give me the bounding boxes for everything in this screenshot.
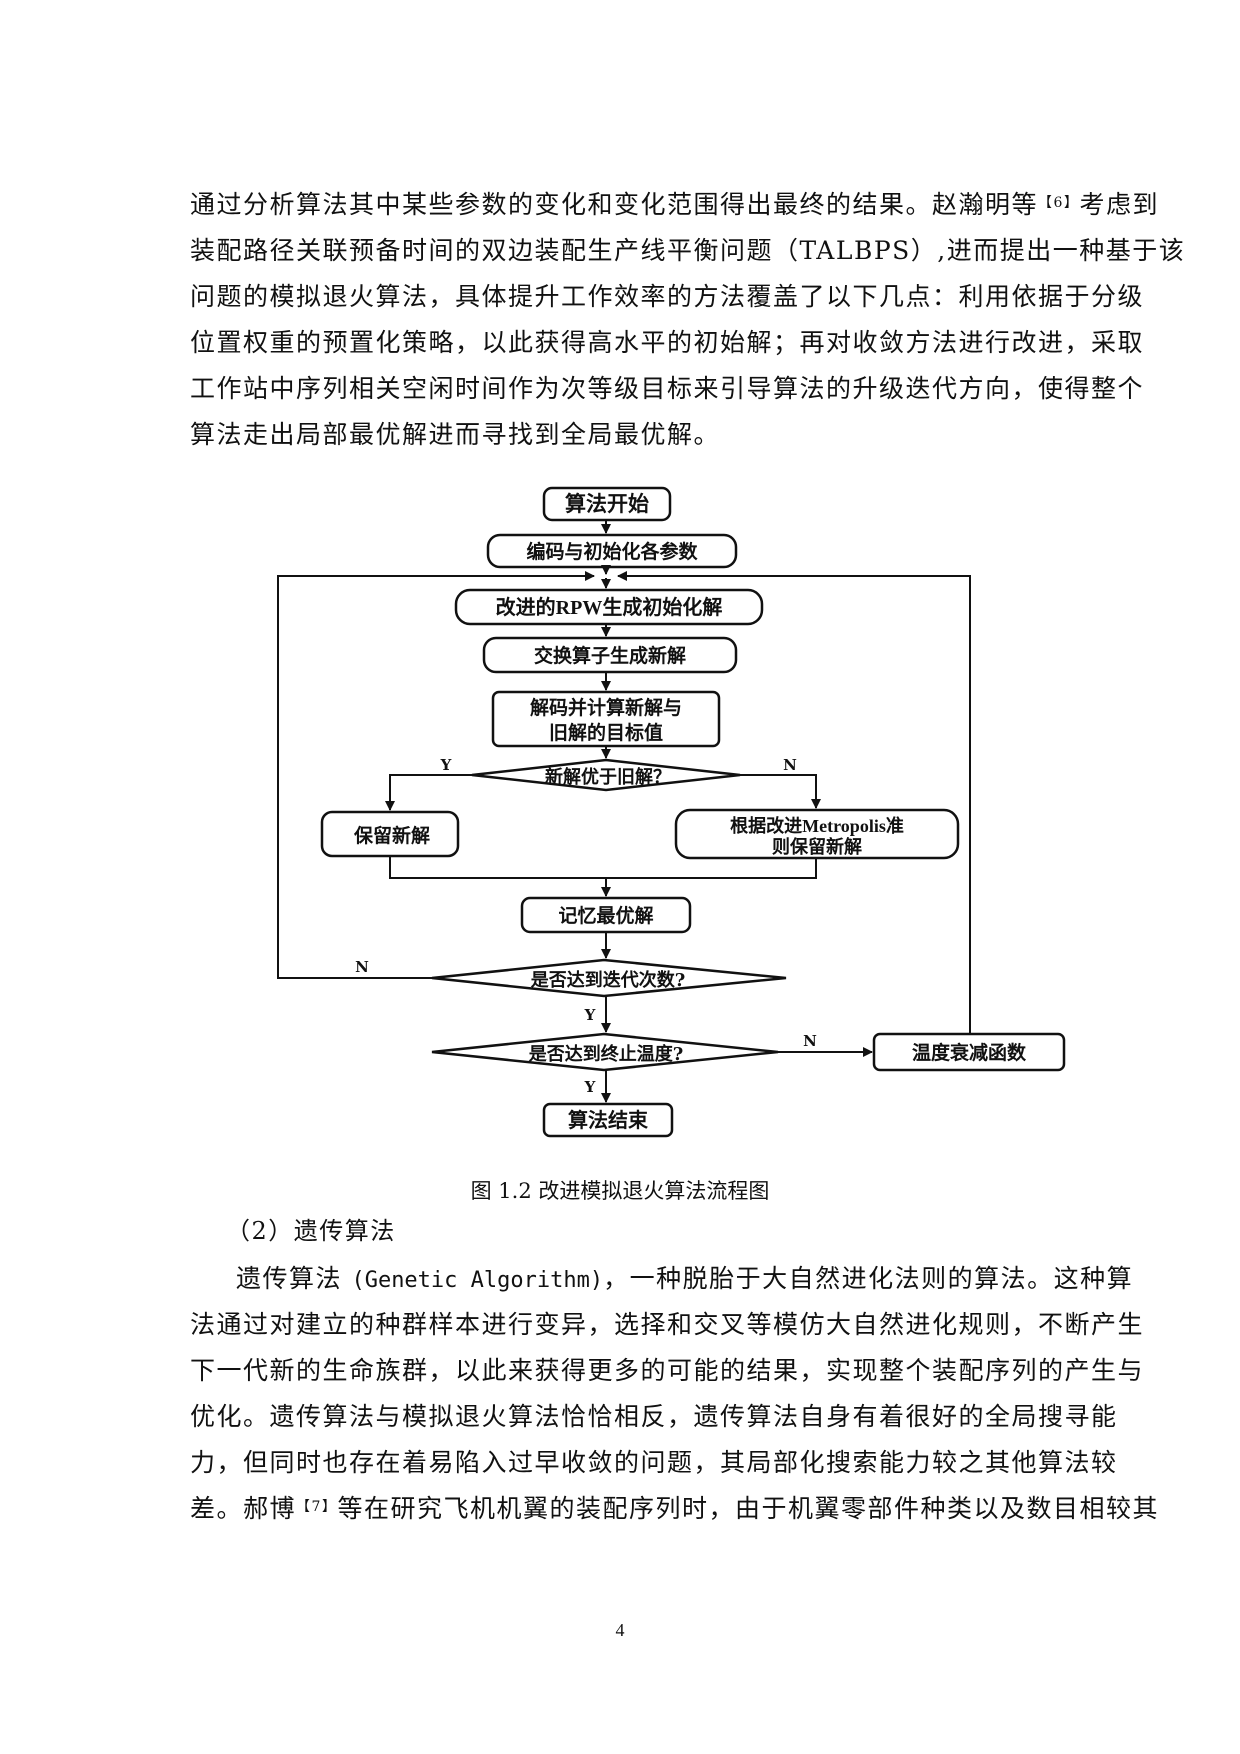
text: 等在研究飞机机翼的装配序列时，由于机翼零部件种类以及数目相较其 [337,1494,1159,1523]
paragraph-1-line-2: 装配路径关联预备时间的双边装配生产线平衡问题（TALBPS）,进而提出一种基于该 [190,236,1186,265]
paragraph-1-line-5: 工作站中序列相关空闲时间作为次等级目标来引导算法的升级迭代方向，使得整个 [190,374,1145,403]
better-label: 新解优于旧解？ [545,766,671,788]
merge-line [389,856,817,879]
section-line-2: 法通过对建立的种群样本进行变异，选择和交叉等模仿大自然进化规则，不断产生 [190,1310,1145,1339]
iter-label: 是否达到迭代次数? [530,969,686,991]
section-line-4: 优化。遗传算法与模拟退火算法恰恰相反，遗传算法自身有着很好的全局搜寻能 [190,1402,1118,1431]
paragraph-1-line-6: 算法走出局部最优解进而寻找到全局最优解。 [190,420,721,449]
text: 根据改进 [730,815,802,837]
loop-back-no-iter [277,571,595,979]
end-box [542,1102,674,1138]
text: ，一种脱胎于大自然进化法则的算法。这种算 [603,1264,1134,1293]
figure-caption: 图 1.2 改进模拟退火算法流程图 [470,1179,770,1203]
yes-label-iter: Y [584,1006,596,1024]
text: RPW [556,597,603,619]
text: (Genetic Algorithm) [351,1268,604,1293]
text: 差。郝博 [190,1494,297,1523]
no-label-iter: N [355,958,369,976]
init-label: 编码与初始化各参数 [526,540,698,563]
loop-back-decay [617,571,971,1034]
section-line-3: 下一代新的生命族群，以此来获得更多的可能的结果，实现整个装配序列的产生与 [190,1356,1145,1385]
keep-label: 保留新解 [353,824,430,847]
arrow-no-metropolis [740,774,821,809]
text: Metropolis [802,816,886,836]
text: 遗传算法 [236,1264,352,1293]
metropolis-label-line-2: 则保留新解 [772,836,862,858]
iter-decision [431,958,787,998]
paragraph-1-line-3: 问题的模拟退火算法，具体提升工作效率的方法覆盖了以下几点：利用依据于分级 [190,282,1145,311]
section-line-5: 力，但同时也存在着易陷入过早收敛的问题，其局部化搜索能力较之其他算法较 [190,1448,1118,1477]
rpw-label: 改进的RPW生成初始化解 [496,595,723,619]
decode-label-line-2: 旧解的目标值 [549,721,663,744]
section-line-6: 差。郝博【7】等在研究飞机机翼的装配序列时，由于机翼零部件种类以及数目相较其 [190,1494,1157,1524]
better-decision [471,758,741,792]
text: 准 [886,815,904,837]
metropolis-label-line-1: 根据改进Metropolis准 [730,815,904,837]
temp-label: 是否达到终止温度? [528,1043,684,1065]
citation-6[interactable]: 【6】 [1038,195,1080,211]
decay-label: 温度衰减函数 [912,1041,1027,1064]
text: 生成初始化解 [602,595,722,619]
decode-label-line-1: 解码并计算新解与 [530,696,682,719]
memory-label: 记忆最优解 [558,904,653,927]
swap-box [482,636,738,674]
text: 考虑到 [1079,190,1159,219]
text: 改进的 [496,595,556,619]
start-label: 算法开始 [565,491,649,516]
no-label-1: N [783,756,797,774]
section-heading: （2）遗传算法 [226,1217,396,1245]
end-label: 算法结束 [568,1108,649,1132]
temp-decision [431,1032,779,1072]
section-line-1: 遗传算法 (Genetic Algorithm)，一种脱胎于大自然进化法则的算法… [236,1264,1156,1296]
page-number: 4 [615,1620,625,1640]
swap-label: 交换算子生成新解 [534,644,686,667]
init-box [486,533,738,569]
citation-7[interactable]: 【7】 [296,1499,338,1515]
no-label-temp: N [803,1032,817,1050]
yes-label-1: Y [440,756,452,774]
rpw-box [454,588,764,626]
paragraph-1-line-1: 通过分析算法其中某些参数的变化和变化范围得出最终的结果。赵瀚明等【6】考虑到 [190,190,1157,220]
paragraph-1-line-4: 位置权重的预置化策略，以此获得高水平的初始解；再对收敛方法进行改进，采取 [190,328,1145,357]
text: 通过分析算法其中某些参数的变化和变化范围得出最终的结果。赵瀚明等 [190,190,1039,219]
yes-label-temp: Y [584,1078,596,1096]
arrow-yes-keep [385,774,472,811]
